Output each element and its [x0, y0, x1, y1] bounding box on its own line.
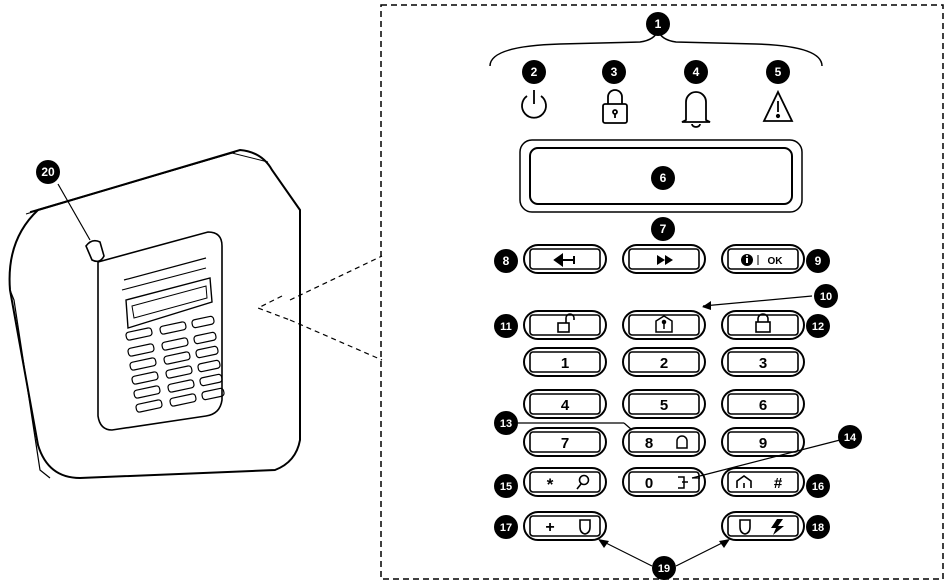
svg-text:20: 20	[41, 165, 55, 179]
svg-text:+: +	[545, 519, 554, 536]
callout-1: 1	[646, 12, 670, 36]
svg-text:3: 3	[611, 65, 618, 79]
svg-text:8: 8	[503, 254, 510, 268]
svg-text:5: 5	[660, 397, 668, 414]
callout-11: 11	[494, 314, 518, 338]
next-key[interactable]	[622, 244, 706, 274]
callout-9: 9	[806, 249, 830, 273]
key-8[interactable]: 8	[622, 427, 706, 457]
svg-text:5: 5	[775, 65, 782, 79]
lcd-display	[519, 139, 803, 213]
svg-text:16: 16	[812, 481, 824, 493]
hash-key[interactable]: #	[721, 467, 805, 497]
key-7[interactable]: 7	[523, 427, 607, 457]
callout-8: 8	[494, 249, 518, 273]
power-icon	[521, 90, 547, 119]
key-2[interactable]: 2	[622, 347, 706, 377]
key-6[interactable]: 6	[721, 389, 805, 419]
callout-3: 3	[602, 60, 626, 84]
locked-padlock-icon	[755, 313, 771, 333]
svg-text:4: 4	[693, 65, 700, 79]
callout-18: 18	[806, 515, 830, 539]
callout-12: 12	[806, 314, 830, 338]
home-key[interactable]	[622, 310, 706, 340]
unlocked-padlock-icon	[557, 313, 575, 333]
house-icon	[736, 475, 752, 488]
callout-7: 7	[651, 217, 675, 241]
svg-text:13: 13	[500, 418, 512, 430]
svg-text:#: #	[774, 475, 783, 492]
bell-icon	[676, 435, 688, 449]
svg-text:2: 2	[531, 65, 538, 79]
callout-2: 2	[522, 60, 546, 84]
key-9[interactable]: 9	[721, 427, 805, 457]
callout-5: 5	[766, 60, 790, 84]
disarm-key[interactable]	[523, 310, 607, 340]
svg-text:8: 8	[645, 435, 653, 452]
svg-text:4: 4	[561, 397, 570, 414]
svg-text:1: 1	[655, 17, 662, 31]
svg-text:17: 17	[500, 522, 512, 534]
svg-text:9: 9	[759, 435, 767, 452]
info-icon	[741, 254, 753, 266]
svg-text:1: 1	[561, 355, 569, 372]
callout-16: 16	[806, 474, 830, 498]
svg-text:0: 0	[645, 475, 653, 492]
callout-19: 19	[598, 539, 730, 580]
star-key[interactable]: *	[523, 467, 607, 497]
svg-text:*: *	[547, 475, 554, 494]
key-4[interactable]: 4	[523, 389, 607, 419]
svg-text:10: 10	[820, 291, 832, 303]
svg-text:3: 3	[759, 355, 767, 372]
callout-20: 20	[36, 160, 60, 184]
speaker-icon	[678, 476, 688, 489]
detail-frame	[380, 4, 944, 580]
svg-text:15: 15	[500, 481, 512, 493]
svg-text:11: 11	[500, 321, 512, 333]
svg-text:7: 7	[660, 222, 667, 236]
key-3[interactable]: 3	[721, 347, 805, 377]
back-arrow-icon	[553, 253, 575, 267]
key-1[interactable]: 1	[523, 347, 607, 377]
padlock-icon	[602, 89, 628, 124]
shield-fire-icon	[739, 519, 784, 535]
person-in-house-icon	[655, 315, 673, 333]
callout-6: 6	[651, 166, 675, 190]
svg-text:2: 2	[660, 355, 668, 372]
plus-key[interactable]: +	[523, 511, 607, 541]
ok-label: OK	[768, 256, 784, 267]
svg-text:6: 6	[759, 397, 767, 414]
callout-13: 13	[494, 411, 633, 435]
warning-triangle-icon	[762, 89, 794, 122]
callout-17: 17	[494, 515, 518, 539]
callout-14: 14	[691, 425, 862, 479]
bell-icon	[681, 91, 711, 128]
svg-text:19: 19	[658, 563, 670, 575]
zoom-lines	[256, 255, 383, 361]
svg-text:14: 14	[844, 432, 857, 444]
magnifier-icon	[576, 474, 590, 490]
double-arrow-icon	[657, 255, 673, 265]
key-5[interactable]: 5	[622, 389, 706, 419]
callout-15: 15	[494, 474, 518, 498]
away-key[interactable]	[721, 310, 805, 340]
ok-key[interactable]: OK	[721, 244, 805, 274]
svg-text:9: 9	[815, 254, 822, 268]
svg-text:7: 7	[561, 435, 569, 452]
svg-text:6: 6	[660, 171, 667, 185]
svg-text:18: 18	[812, 522, 824, 534]
power-led	[85, 239, 105, 263]
back-key[interactable]	[523, 244, 607, 274]
shield-icon	[579, 519, 591, 535]
callout-10: 10	[702, 284, 838, 310]
callout-4: 4	[684, 60, 708, 84]
key-0[interactable]: 0	[622, 467, 706, 497]
svg-text:12: 12	[812, 321, 824, 333]
panic-key[interactable]	[721, 511, 805, 541]
device-illustration	[8, 148, 301, 480]
